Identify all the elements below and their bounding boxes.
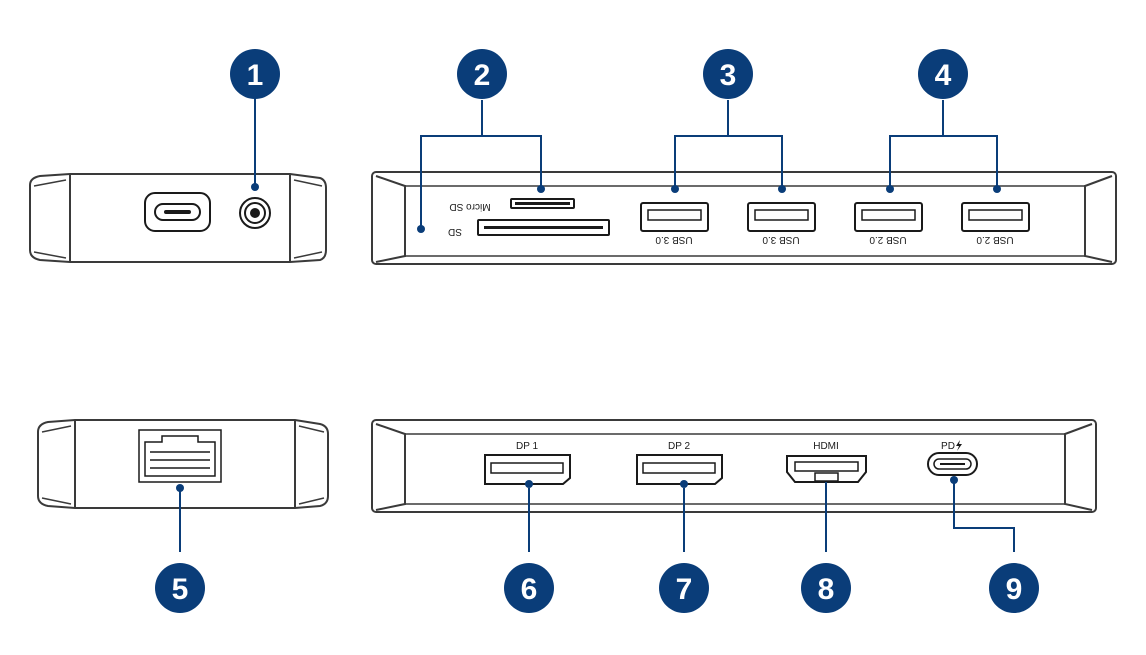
displayport-2	[636, 454, 723, 485]
callout-2: 2	[457, 49, 507, 99]
usb-c-pd-port	[927, 452, 978, 476]
ethernet-port-icon	[138, 429, 222, 483]
callout-7-number: 7	[676, 573, 693, 606]
pd-label: PD	[941, 441, 955, 452]
micro-sd-slot	[510, 198, 575, 209]
callout-5-number: 5	[172, 573, 189, 606]
callout-8: 8	[801, 563, 851, 613]
hdmi-port	[786, 455, 867, 483]
dp1-label: DP 1	[516, 441, 538, 452]
lightning-bolt-icon	[956, 440, 962, 451]
usb-a-port-3	[854, 202, 923, 232]
usb-a-port-1	[640, 202, 709, 232]
sd-label: SD	[448, 226, 462, 237]
callout-5: 5	[155, 563, 205, 613]
usb20-label-2: USB 2.0	[976, 234, 1014, 245]
sd-card-slot	[477, 219, 610, 236]
rear-view	[371, 419, 1097, 513]
usb30-label-1: USB 3.0	[655, 234, 693, 245]
leader-dots	[176, 183, 1001, 492]
usb30-label-2: USB 3.0	[762, 234, 800, 245]
dp2-label: DP 2	[668, 441, 690, 452]
callout-9-number: 9	[1006, 573, 1023, 606]
callout-3: 3	[703, 49, 753, 99]
callout-6: 6	[504, 563, 554, 613]
callout-2-number: 2	[474, 59, 491, 92]
callout-9: 9	[989, 563, 1039, 613]
hdmi-label: HDMI	[813, 441, 839, 452]
callout-6-number: 6	[521, 573, 538, 606]
usb-a-port-4	[961, 202, 1030, 232]
callout-8-number: 8	[818, 573, 835, 606]
usb-c-port-side	[144, 192, 211, 232]
callout-3-number: 3	[720, 59, 737, 92]
callout-1: 1	[230, 49, 280, 99]
side-view-left	[29, 173, 327, 263]
leader-lines	[179, 96, 1015, 552]
callout-1-number: 1	[247, 59, 264, 92]
displayport-1	[484, 454, 571, 485]
usb-a-port-2	[747, 202, 816, 232]
front-view	[371, 171, 1117, 265]
usb20-label-1: USB 2.0	[869, 234, 907, 245]
micro-sd-label: Micro SD	[449, 201, 490, 212]
callout-4: 4	[918, 49, 968, 99]
callout-7: 7	[659, 563, 709, 613]
side-view-right	[37, 419, 329, 509]
callout-4-number: 4	[935, 59, 952, 92]
audio-jack-icon	[239, 197, 271, 229]
